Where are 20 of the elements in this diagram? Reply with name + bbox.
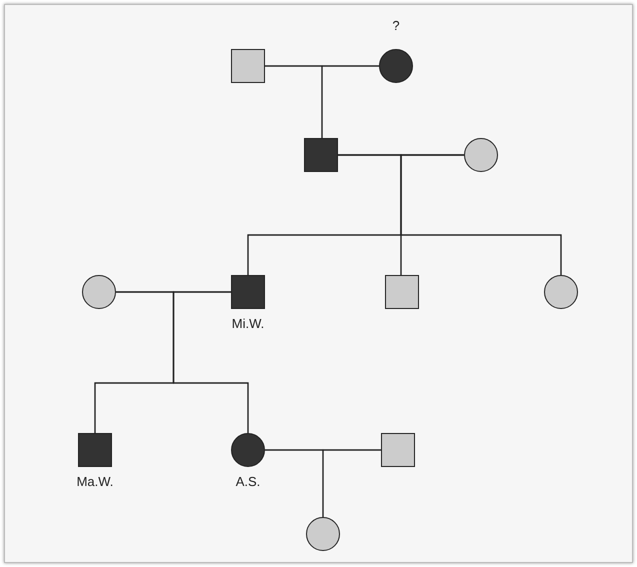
person-label: Mi.W. bbox=[232, 316, 264, 331]
person-label: Ma.W. bbox=[76, 474, 114, 489]
female-symbol bbox=[306, 517, 340, 551]
descent-line bbox=[322, 449, 381, 517]
descent-line bbox=[172, 291, 249, 433]
female-symbol bbox=[82, 275, 116, 309]
descent-line bbox=[321, 65, 379, 138]
male-symbol bbox=[231, 275, 265, 309]
male-symbol bbox=[231, 49, 265, 83]
male-symbol bbox=[78, 433, 112, 467]
female-symbol bbox=[544, 275, 578, 309]
male-symbol bbox=[381, 433, 415, 467]
male-symbol bbox=[304, 138, 338, 172]
descent-line bbox=[400, 154, 562, 275]
male-symbol bbox=[385, 275, 419, 309]
female-symbol bbox=[464, 138, 498, 172]
person-label: A.S. bbox=[236, 474, 260, 489]
female-symbol bbox=[379, 49, 413, 83]
female-symbol bbox=[231, 433, 265, 467]
person-label: ? bbox=[392, 18, 400, 33]
